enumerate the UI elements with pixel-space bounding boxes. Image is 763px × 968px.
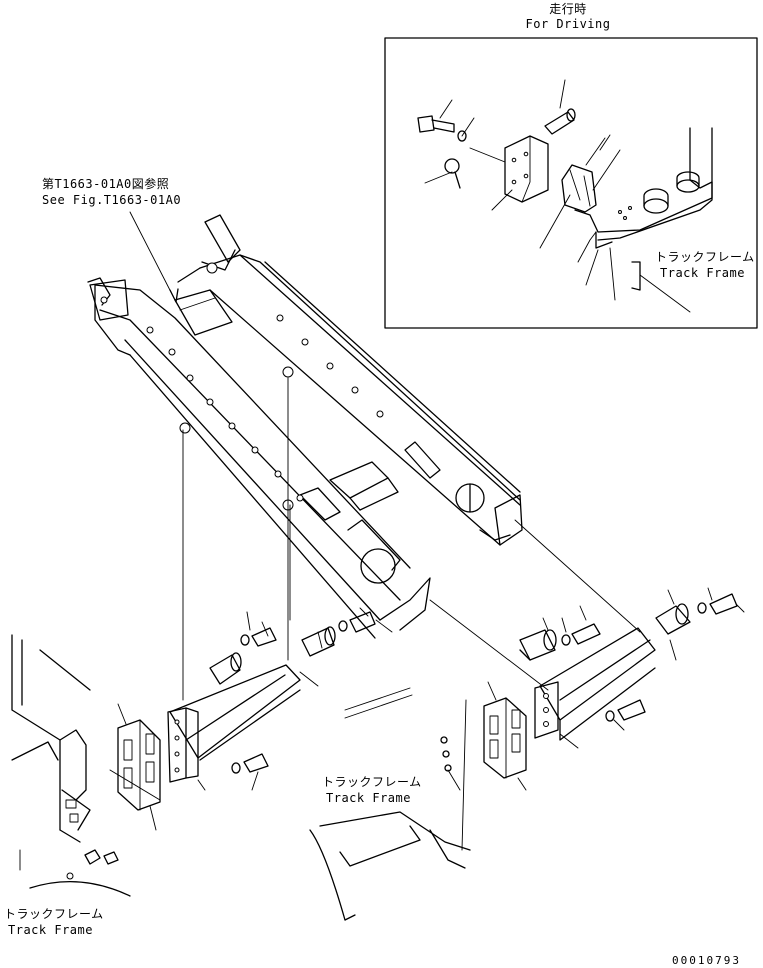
left-track-frame-label-en: Track Frame <box>8 923 93 937</box>
right-support-assembly <box>441 588 744 850</box>
center-track-frame-label-jp: トラックフレーム <box>322 775 422 789</box>
inset-detail <box>385 38 757 328</box>
figure-number: 00010793 <box>672 954 741 967</box>
left-support-assembly <box>118 608 392 830</box>
left-track-frame <box>12 635 160 896</box>
inset-track-frame-label-en: Track Frame <box>660 266 745 280</box>
main-frame <box>88 212 640 700</box>
center-track-frame <box>310 688 470 920</box>
left-track-frame-label-jp: トラックフレーム <box>4 907 104 921</box>
inset-caption-en: For Driving <box>525 17 611 31</box>
inset-caption-jp: 走行時 <box>549 2 587 16</box>
center-track-frame-label-en: Track Frame <box>326 791 411 805</box>
inset-track-frame-label-jp: トラックフレーム <box>655 250 755 264</box>
reference-label-jp: 第T1663-01A0図参照 <box>42 177 170 191</box>
reference-label-en: See Fig.T1663-01A0 <box>42 193 182 207</box>
